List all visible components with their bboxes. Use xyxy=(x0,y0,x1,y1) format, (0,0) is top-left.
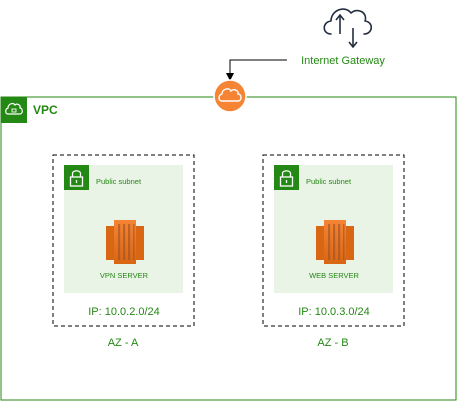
lock-icon xyxy=(274,165,299,190)
cloud-upload-download-icon xyxy=(323,8,373,49)
az-boundary xyxy=(262,154,405,327)
server-label: VPN SERVER xyxy=(100,271,149,280)
vpc-cloud-icon xyxy=(1,97,27,123)
public-subnet-label: Public subnet xyxy=(306,177,352,186)
az-label: AZ - A xyxy=(108,337,139,349)
ec2-instance-icon xyxy=(106,220,144,264)
public-subnet-label: Public subnet xyxy=(96,177,142,186)
az-label: AZ - B xyxy=(317,337,348,349)
server-label: WEB SERVER xyxy=(309,271,359,280)
az-boundary xyxy=(52,154,195,327)
gateway-connector xyxy=(226,59,287,81)
availability-zone-a: Public subnet VPN SERVER IP: 10.0.2.0/24… xyxy=(52,154,195,349)
vpc-label: VPC xyxy=(33,103,58,117)
internet-gateway-icon xyxy=(213,79,247,113)
lock-icon xyxy=(64,165,89,190)
ip-range-label: IP: 10.0.2.0/24 xyxy=(88,306,160,318)
availability-zone-b: Public subnet WEB SERVER IP: 10.0.3.0/24… xyxy=(262,154,405,349)
ec2-instance-icon xyxy=(316,220,354,264)
internet-gateway-label: Internet Gateway xyxy=(301,55,385,67)
ip-range-label: IP: 10.0.3.0/24 xyxy=(298,306,370,318)
